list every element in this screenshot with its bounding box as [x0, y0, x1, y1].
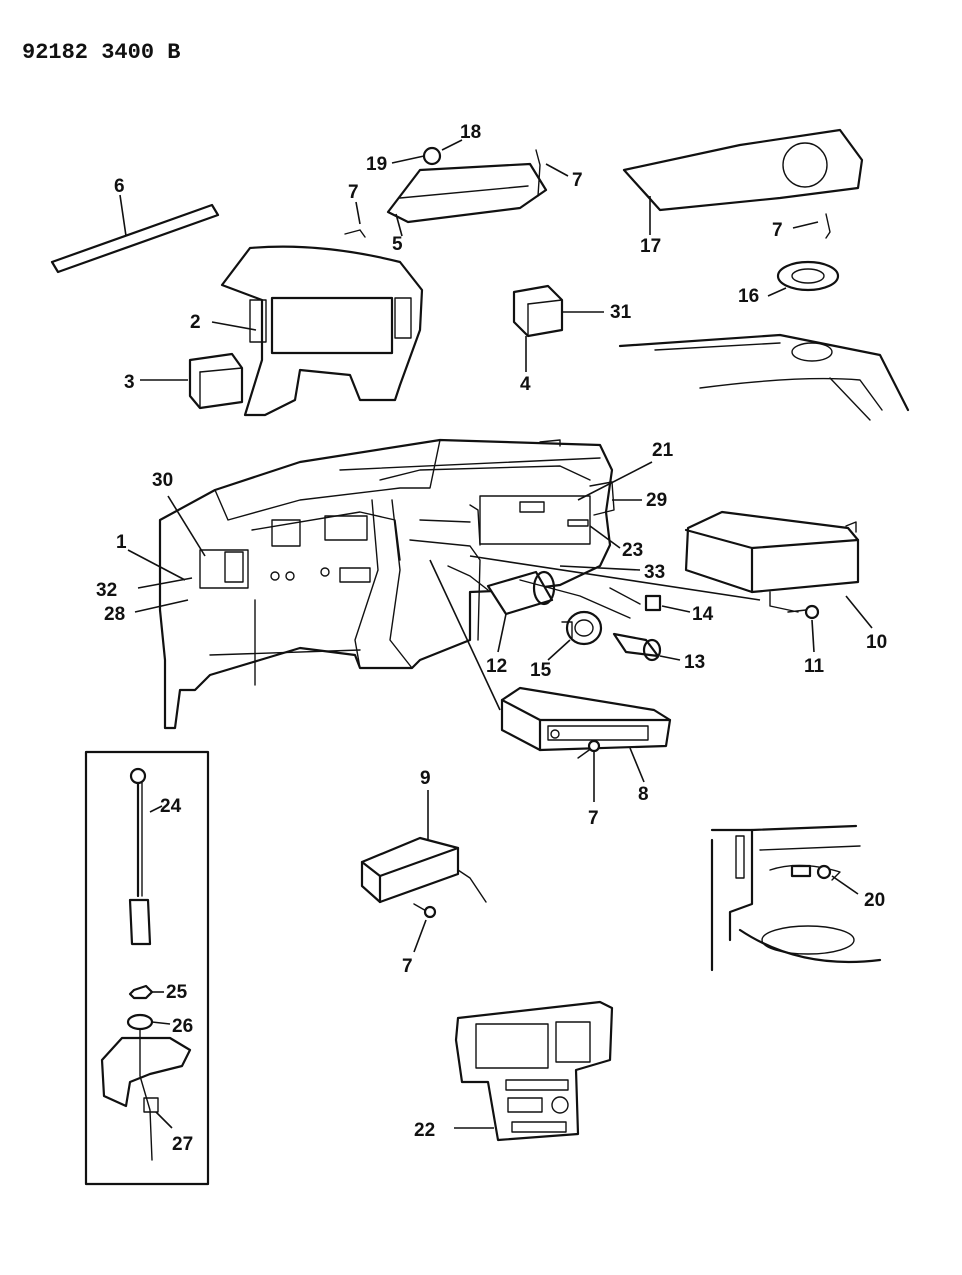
callout-7d: 7 [588, 808, 599, 829]
part-14-lamp [609, 587, 691, 613]
part-15-ring [547, 610, 603, 661]
callout-14: 14 [692, 604, 714, 625]
part-3-switch-module [140, 352, 244, 410]
callout-7a: 7 [572, 170, 583, 191]
callout-17: 17 [640, 236, 661, 257]
callout-1: 1 [116, 532, 127, 553]
callout-29: 29 [646, 490, 667, 511]
part-11-screw [787, 604, 820, 653]
callout-21: 21 [652, 440, 674, 461]
callout-23: 23 [622, 540, 643, 561]
callout-28: 28 [104, 604, 125, 625]
part-9-module [360, 790, 487, 953]
callout-2: 2 [190, 312, 201, 333]
part-13-socket [612, 632, 681, 662]
callout-30: 30 [152, 470, 173, 491]
part-20-connector [710, 824, 882, 972]
callout-25: 25 [166, 982, 188, 1003]
callout-9: 9 [420, 768, 431, 789]
callout-5: 5 [392, 234, 403, 255]
callout-4: 4 [520, 374, 531, 395]
callout-27: 27 [172, 1134, 193, 1155]
callout-11: 11 [804, 656, 825, 677]
part-22-center-bezel [454, 1000, 614, 1142]
callout-20: 20 [864, 890, 885, 911]
dash-leaders [127, 461, 653, 613]
callout-7b: 7 [348, 182, 359, 203]
callout-labels: 6 2 3 18 19 7 7 5 17 7 16 31 4 21 29 23 … [96, 122, 887, 1155]
part-12-lighter [447, 565, 631, 653]
callout-24: 24 [160, 796, 182, 817]
callout-33: 33 [644, 562, 665, 583]
antenna-inset [84, 750, 210, 1186]
drawing-number: 92182 3400 B [22, 40, 180, 65]
part-2-cluster-bezel [211, 245, 424, 417]
callout-22: 22 [414, 1120, 435, 1141]
part-8-radio [429, 559, 672, 802]
callout-19: 19 [366, 154, 387, 175]
callout-8: 8 [638, 784, 649, 805]
callout-32: 32 [96, 580, 117, 601]
part-10-glove-box [469, 510, 873, 629]
instrument-panel [158, 438, 615, 730]
callout-6: 6 [114, 176, 125, 197]
callout-31: 31 [610, 302, 632, 323]
callout-3: 3 [124, 372, 135, 393]
callout-13: 13 [684, 652, 705, 673]
part-31-relay [512, 284, 604, 372]
callout-12: 12 [486, 656, 507, 677]
part-16-speaker [767, 260, 840, 297]
dash-speaker-area [618, 333, 910, 421]
part-5-cluster-hood [344, 139, 569, 238]
callout-10: 10 [866, 632, 887, 653]
callout-16: 16 [738, 286, 759, 307]
callout-26: 26 [172, 1016, 193, 1037]
callout-18: 18 [460, 122, 481, 143]
callout-7e: 7 [402, 956, 413, 977]
callout-7c: 7 [772, 220, 783, 241]
callout-15: 15 [530, 660, 552, 681]
part-17-top-pad [622, 128, 864, 239]
part-6-trim-strip [50, 194, 220, 274]
